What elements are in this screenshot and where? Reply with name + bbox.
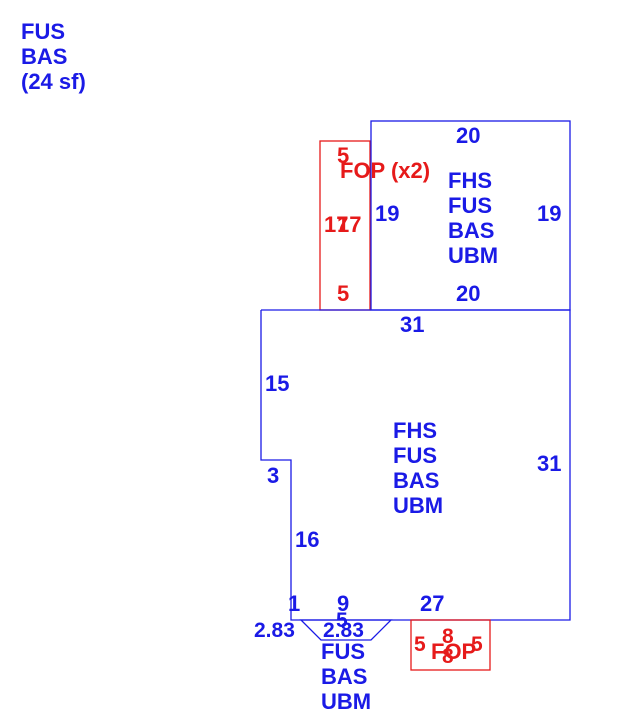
lower-porch-left-dimension: 5 <box>414 633 426 656</box>
upper-code-1: FHS <box>448 168 492 193</box>
area-legend: FUS BAS (24 sf) <box>21 19 86 94</box>
main-left-upper-dimension: 15 <box>265 371 289 396</box>
lower-porch-bottom-dimension: 8 <box>442 645 454 668</box>
upper-block-labels: 20 20 19 19 FHS FUS BAS UBM <box>375 123 561 306</box>
upper-bottom-dimension: 20 <box>456 281 480 306</box>
main-bottom-right-dimension: 27 <box>420 591 444 616</box>
upper-porch-bottom-dimension: 5 <box>337 281 349 306</box>
main-top-dimension: 31 <box>400 312 424 337</box>
upper-porch-side-dimension-b: 17 <box>337 212 361 237</box>
main-block-outline <box>260 309 571 621</box>
lower-porch-top-dimension: 8 <box>442 625 454 648</box>
bay-code-2: BAS <box>321 664 367 689</box>
upper-left-dimension: 19 <box>375 201 399 226</box>
upper-code-2: FUS <box>448 193 492 218</box>
bay-outline <box>299 619 393 641</box>
lower-porch-outline <box>410 619 491 671</box>
bay-code-3: UBM <box>321 689 371 714</box>
bay-left-dimension: 2.83 <box>254 619 295 642</box>
upper-right-dimension: 19 <box>537 201 561 226</box>
upper-code-3: BAS <box>448 218 494 243</box>
lower-porch-right-dimension: 5 <box>471 633 483 656</box>
main-bottom-mid-dimension: 9 <box>337 591 349 616</box>
upper-porch-label: FOP (x2) <box>340 158 430 183</box>
bay-right-dimension: 2.83 <box>323 619 364 642</box>
lower-porch-label: FOP <box>431 639 476 664</box>
legend-line-3: (24 sf) <box>21 69 86 94</box>
upper-top-dimension: 20 <box>456 123 480 148</box>
upper-porch-side-dimension-a: 17 <box>324 212 348 237</box>
bay-code-1: FUS <box>321 639 365 664</box>
upper-porch-top-dimension: 5 <box>337 143 349 168</box>
upper-code-4: UBM <box>448 243 498 268</box>
lower-porch-labels: 5 8 FOP 8 5 <box>414 625 483 668</box>
main-code-3: BAS <box>393 468 439 493</box>
upper-porch-labels: 5 FOP (x2) 17 17 5 <box>324 143 430 306</box>
main-code-4: UBM <box>393 493 443 518</box>
main-code-2: FUS <box>393 443 437 468</box>
legend-line-1: FUS <box>21 19 65 44</box>
legend-line-2: BAS <box>21 44 67 69</box>
main-notch-dimension: 3 <box>267 463 279 488</box>
bay-top-dimension: 5 <box>336 609 348 632</box>
main-bottom-left-dimension: 1 <box>288 591 300 616</box>
main-code-1: FHS <box>393 418 437 443</box>
main-block-labels: 31 15 3 16 31 FHS FUS BAS UBM 1 9 27 <box>265 312 561 616</box>
main-right-dimension: 31 <box>537 451 561 476</box>
main-left-lower-dimension: 16 <box>295 527 319 552</box>
bay-labels: 2.83 5 2.83 FUS BAS UBM <box>254 609 371 714</box>
